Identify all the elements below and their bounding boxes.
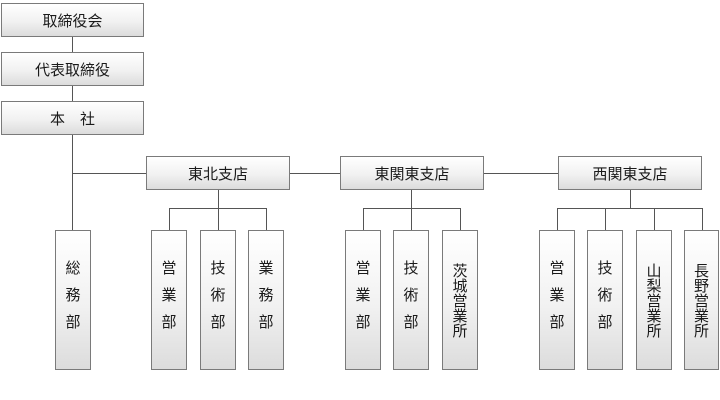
tohoku-tech-dept-box: 技術部 <box>200 230 236 370</box>
branch-tohoku-box: 東北支店 <box>146 156 290 190</box>
connector-higashikanto-d3 <box>460 208 461 230</box>
branch-higashikanto-box: 東関東支店 <box>340 156 484 190</box>
tohoku-tech-dept-label: 技術部 <box>208 259 227 341</box>
nagano-sales-office-label: 長野営業所 <box>692 262 710 338</box>
tohoku-operations-dept-label: 業務部 <box>256 259 275 341</box>
connector-nishikanto-d4 <box>702 208 703 230</box>
connector-higashikanto-d1 <box>363 208 364 230</box>
nishikanto-sales-dept-label: 営業部 <box>547 259 566 341</box>
ibaraki-sales-office-box: 茨城営業所 <box>442 230 478 370</box>
yamanashi-sales-office-label: 山梨営業所 <box>644 262 663 338</box>
general-affairs-label: 総務部 <box>63 259 82 341</box>
representative-director-box: 代表取締役 <box>1 52 144 86</box>
head-office-label: 本 社 <box>49 109 95 128</box>
connector-branch-bus <box>72 173 560 174</box>
tohoku-operations-dept-box: 業務部 <box>248 230 284 370</box>
nishikanto-tech-dept-box: 技術部 <box>587 230 623 370</box>
nishikanto-tech-dept-label: 技術部 <box>595 259 614 341</box>
connector-higashikanto-down <box>411 190 412 208</box>
higashikanto-sales-dept-box: 営業部 <box>345 230 381 370</box>
connector-higashikanto-bus <box>363 208 461 209</box>
connector-rep-head <box>72 86 73 101</box>
higashikanto-tech-dept-label: 技術部 <box>401 259 420 341</box>
connector-nishikanto-d3 <box>654 208 655 230</box>
connector-board-rep <box>72 37 73 52</box>
branch-nishikanto-box: 西関東支店 <box>558 156 702 190</box>
board-of-directors-box: 取締役会 <box>1 3 144 37</box>
connector-tohoku-d1 <box>169 208 170 230</box>
connector-tohoku-down <box>218 190 219 208</box>
nishikanto-sales-dept-box: 営業部 <box>539 230 575 370</box>
higashikanto-tech-dept-box: 技術部 <box>393 230 429 370</box>
connector-tohoku-d2 <box>218 208 219 230</box>
connector-head-down <box>72 135 73 230</box>
ibaraki-sales-office-label: 茨城営業所 <box>450 262 469 338</box>
connector-nishikanto-d2 <box>605 208 606 230</box>
tohoku-sales-dept-label: 営業部 <box>159 259 178 341</box>
yamanashi-sales-office-box: 山梨営業所 <box>636 230 672 370</box>
connector-higashikanto-d2 <box>411 208 412 230</box>
higashikanto-sales-dept-label: 営業部 <box>353 259 372 341</box>
nagano-sales-office-box: 長野営業所 <box>684 230 719 370</box>
connector-nishikanto-bus <box>557 208 703 209</box>
connector-nishikanto-down <box>630 190 631 208</box>
connector-nishikanto-d1 <box>557 208 558 230</box>
connector-tohoku-d3 <box>266 208 267 230</box>
head-office-box: 本 社 <box>1 101 144 135</box>
tohoku-sales-dept-box: 営業部 <box>151 230 187 370</box>
general-affairs-box: 総務部 <box>55 230 91 370</box>
